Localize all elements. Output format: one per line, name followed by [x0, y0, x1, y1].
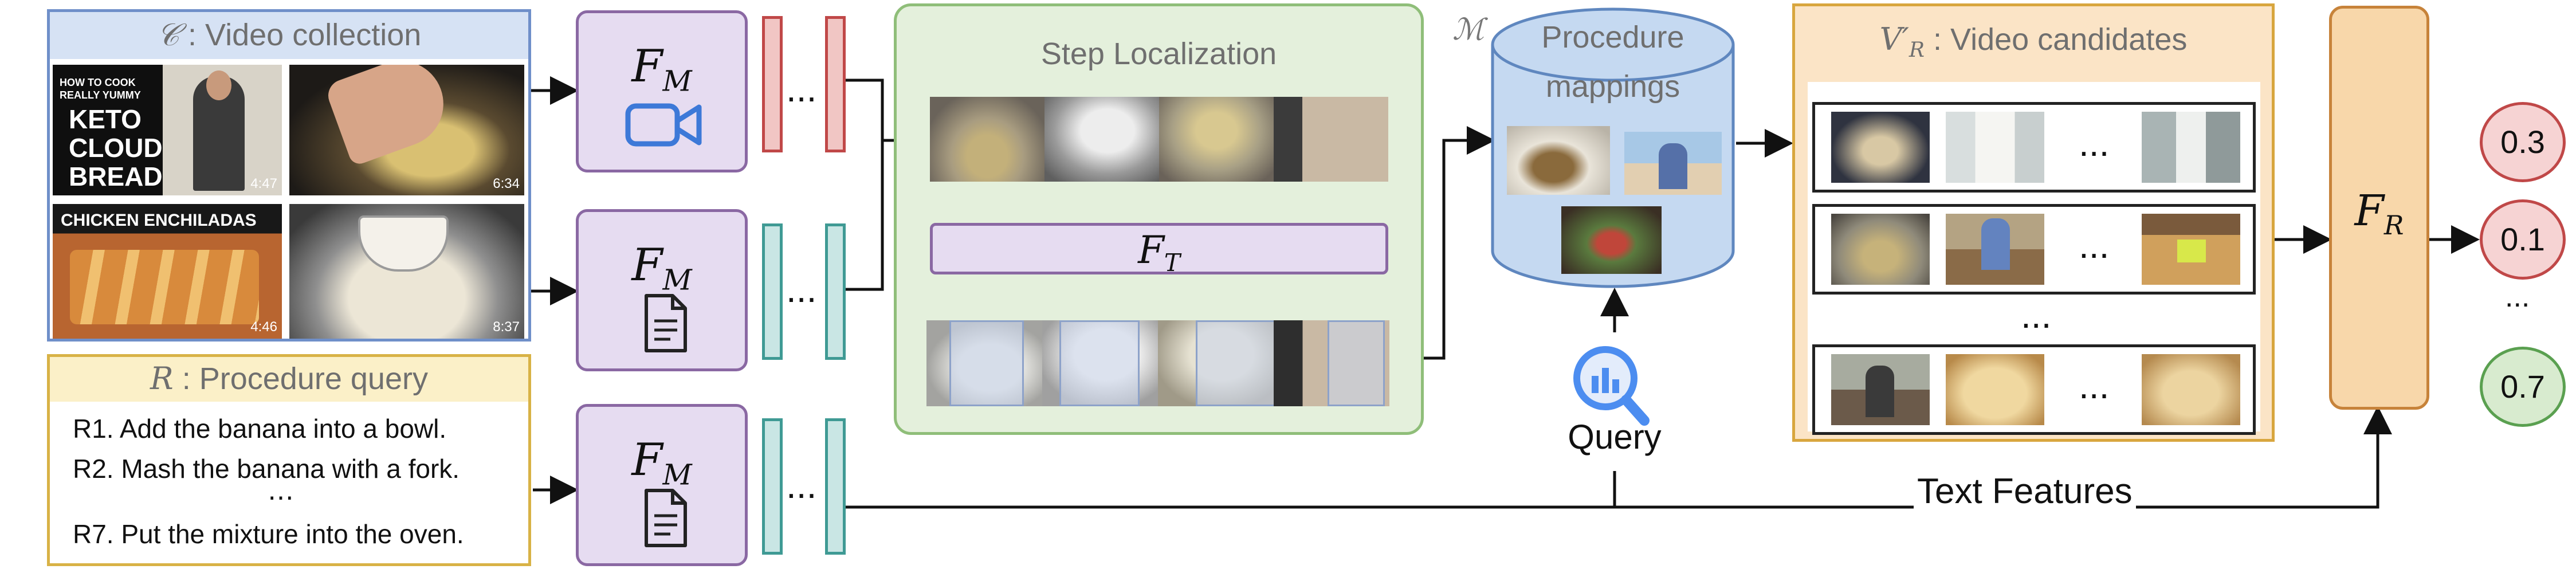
- video-thumbnail-enchiladas[interactable]: CHICKEN ENCHILADAS 4:46: [53, 204, 282, 339]
- candidate-row[interactable]: ...: [1812, 344, 2256, 435]
- candidate-ellipsis: ...: [2079, 225, 2110, 266]
- text-feature-vector: [762, 223, 783, 360]
- fr-label: FR: [2354, 186, 2404, 241]
- candidate-ellipsis: ...: [2079, 123, 2110, 164]
- procedure-query-header: [50, 357, 528, 402]
- video-encoder-fm: FM: [576, 10, 748, 172]
- video-thumbnail-cooking[interactable]: 6:34: [289, 65, 524, 195]
- relevance-score: 0.1: [2480, 199, 2566, 280]
- video-candidates-panel: V′R : Video candidates ... ... ... ...: [1792, 3, 2275, 442]
- procedure-query-title: R : Procedure query: [150, 360, 428, 397]
- fm-label: FM: [631, 240, 692, 297]
- localized-frames-strip: [926, 320, 1389, 406]
- text-encoder-fm-query: FM: [576, 404, 748, 566]
- line-text-features: [846, 406, 2392, 509]
- video-collection-title: 𝒞 : Video collection: [156, 17, 422, 53]
- feature-ellipsis: ...: [786, 269, 817, 310]
- mapping-thumbnail: [1624, 132, 1722, 195]
- video-candidates-header: [1795, 6, 2272, 80]
- video-feature-vector: [762, 16, 783, 152]
- input-frames-strip: [930, 97, 1388, 182]
- line-video-feature-merge: [846, 79, 884, 140]
- ft-label: FT: [1138, 228, 1180, 277]
- procedure-mappings-database: [1491, 7, 1735, 288]
- feature-ellipsis: ...: [786, 68, 817, 109]
- document-icon: [645, 489, 687, 547]
- fm-label: FM: [631, 434, 692, 492]
- mapping-thumbnail: [1507, 126, 1610, 195]
- line-text-feature-merge: [846, 140, 884, 291]
- video-camera-icon: [625, 103, 702, 147]
- mapping-thumbnail: [1561, 206, 1662, 274]
- search-query-icon: [1573, 346, 1650, 426]
- video-thumbnail-sauce[interactable]: 8:37: [289, 204, 524, 339]
- score-ellipsis: ...: [2505, 280, 2530, 313]
- text-feature-vector: [825, 223, 846, 360]
- query-label: Query: [1568, 418, 1662, 456]
- text-features-label: Text Features: [1914, 471, 2136, 512]
- document-icon: [645, 294, 687, 352]
- query-step-1: R1. Add the banana into a bowl.: [73, 414, 447, 444]
- procedure-mappings-symbol: ℳ: [1452, 13, 1485, 47]
- text-encoder-fm-collection: FM: [576, 209, 748, 371]
- arrow-to-procedure-mappings: [1405, 126, 1495, 360]
- query-step-ellipsis: ⋯: [268, 482, 294, 512]
- procedure-mappings-title: Procedure mappings: [1541, 20, 1684, 104]
- video-collection-header: [50, 12, 528, 59]
- candidate-row[interactable]: ...: [1812, 102, 2256, 193]
- video-candidates-title: V′R : Video candidates: [1879, 21, 2188, 62]
- step-localization-title: Step Localization: [1040, 37, 1277, 71]
- feature-ellipsis: ...: [786, 465, 817, 506]
- relevance-score: 0.3: [2480, 102, 2566, 182]
- temporal-encoder-ft: FT: [930, 223, 1388, 277]
- candidate-row[interactable]: ...: [1812, 204, 2256, 295]
- query-feature-vector: [825, 418, 846, 555]
- query-feature-vector: [762, 418, 783, 555]
- ranker-fr: FR: [2329, 6, 2429, 410]
- relevance-score: 0.7: [2480, 347, 2566, 427]
- video-feature-vector: [825, 16, 846, 152]
- query-step-2: R2. Mash the banana with a fork.: [73, 454, 460, 484]
- fm-label: FM: [631, 41, 692, 98]
- candidate-vertical-ellipsis: ...: [2021, 295, 2052, 336]
- procedure-query-panel: R : Procedure query R1. Add the banana i…: [47, 354, 531, 566]
- candidate-ellipsis: ...: [2079, 365, 2110, 406]
- query-step-7: R7. Put the mixture into the oven.: [73, 519, 464, 549]
- step-localization-panel: Step Localization FT: [894, 3, 1424, 435]
